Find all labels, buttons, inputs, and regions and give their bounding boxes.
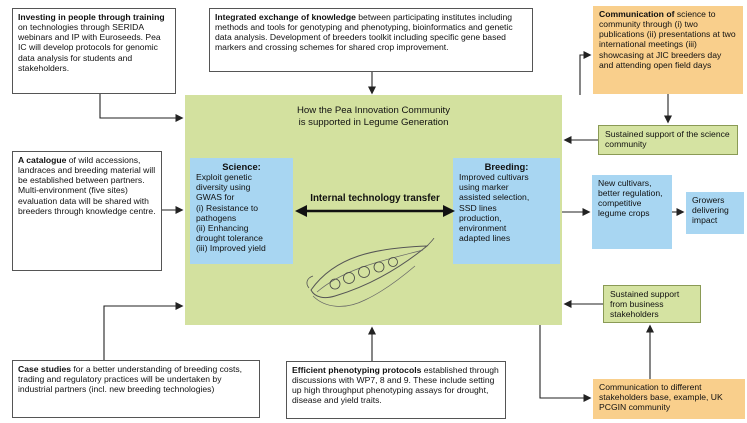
- case-studies-text: for a better understanding of breeding c…: [18, 364, 243, 395]
- breeding-box: Breeding: Improved cultivars using marke…: [453, 158, 560, 264]
- sustained-business-text: Sustained support from business stakehol…: [610, 289, 680, 320]
- communication-different-text: Communication to different stakeholders …: [599, 382, 723, 413]
- science-heading: Science:: [222, 161, 261, 172]
- communication-text: science to community through (i) two pub…: [599, 9, 736, 70]
- science-body: Exploit genetic diversity using GWAS for…: [196, 172, 266, 254]
- internal-transfer-label: Internal technology transfer: [310, 193, 440, 204]
- investing-text: on technologies through SERIDA webinars …: [18, 22, 161, 73]
- catalogue-bold: A catalogue: [18, 155, 67, 165]
- investing-bold: Investing in people through training: [18, 12, 165, 22]
- phenotyping-text: established through discussions with WP7…: [292, 365, 499, 406]
- exchange-bold: Integrated exchange of knowledge: [215, 12, 356, 22]
- communication-bold: Communication of: [599, 9, 675, 19]
- case-studies-box: Case studies for a better understanding …: [12, 360, 260, 418]
- catalogue-text: of wild accessions, landraces and breedi…: [18, 155, 156, 216]
- arrow-hub-to-commdiff: [539, 325, 592, 402]
- investing-box: Investing in people through training on …: [12, 8, 176, 94]
- communication-box: Communication of science to community th…: [593, 6, 743, 94]
- new-cultivars-box: New cultivars, better regulation, compet…: [592, 175, 672, 249]
- sustained-science-box: Sustained support of the science communi…: [598, 125, 738, 155]
- pea-pod-illustration-icon: [306, 238, 435, 307]
- breeding-heading: Breeding:: [484, 161, 529, 172]
- breeding-body: Improved cultivars using marker assisted…: [459, 172, 530, 243]
- arrow-case-to-hub: [103, 302, 184, 360]
- sustained-science-text: Sustained support of the science communi…: [605, 129, 730, 150]
- sustained-business-box: Sustained support from business stakehol…: [603, 285, 701, 323]
- growers-box: Growers delivering impact: [686, 192, 744, 234]
- science-box: Science: Exploit genetic diversity using…: [190, 158, 293, 264]
- phenotyping-box: Efficient phenotyping protocols establis…: [286, 361, 506, 419]
- exchange-text: between participating institutes includi…: [215, 12, 513, 53]
- arrowhead-transfer-left: [295, 205, 307, 217]
- new-cultivars-text: New cultivars, better regulation, compet…: [598, 178, 663, 219]
- arrow-hub-to-communication: [579, 51, 592, 95]
- arrowhead-transfer-right: [443, 205, 455, 217]
- communication-different-box: Communication to different stakeholders …: [593, 379, 745, 419]
- growers-text: Growers delivering impact: [692, 195, 729, 226]
- exchange-box: Integrated exchange of knowledge between…: [209, 8, 533, 72]
- hub-title: How the Pea Innovation Community is supp…: [296, 105, 451, 128]
- catalogue-box: A catalogue of wild accessions, landrace…: [12, 151, 162, 271]
- arrow-investing-to-hub: [99, 94, 184, 122]
- case-studies-bold: Case studies: [18, 364, 72, 374]
- phenotyping-bold: Efficient phenotyping protocols: [292, 365, 422, 375]
